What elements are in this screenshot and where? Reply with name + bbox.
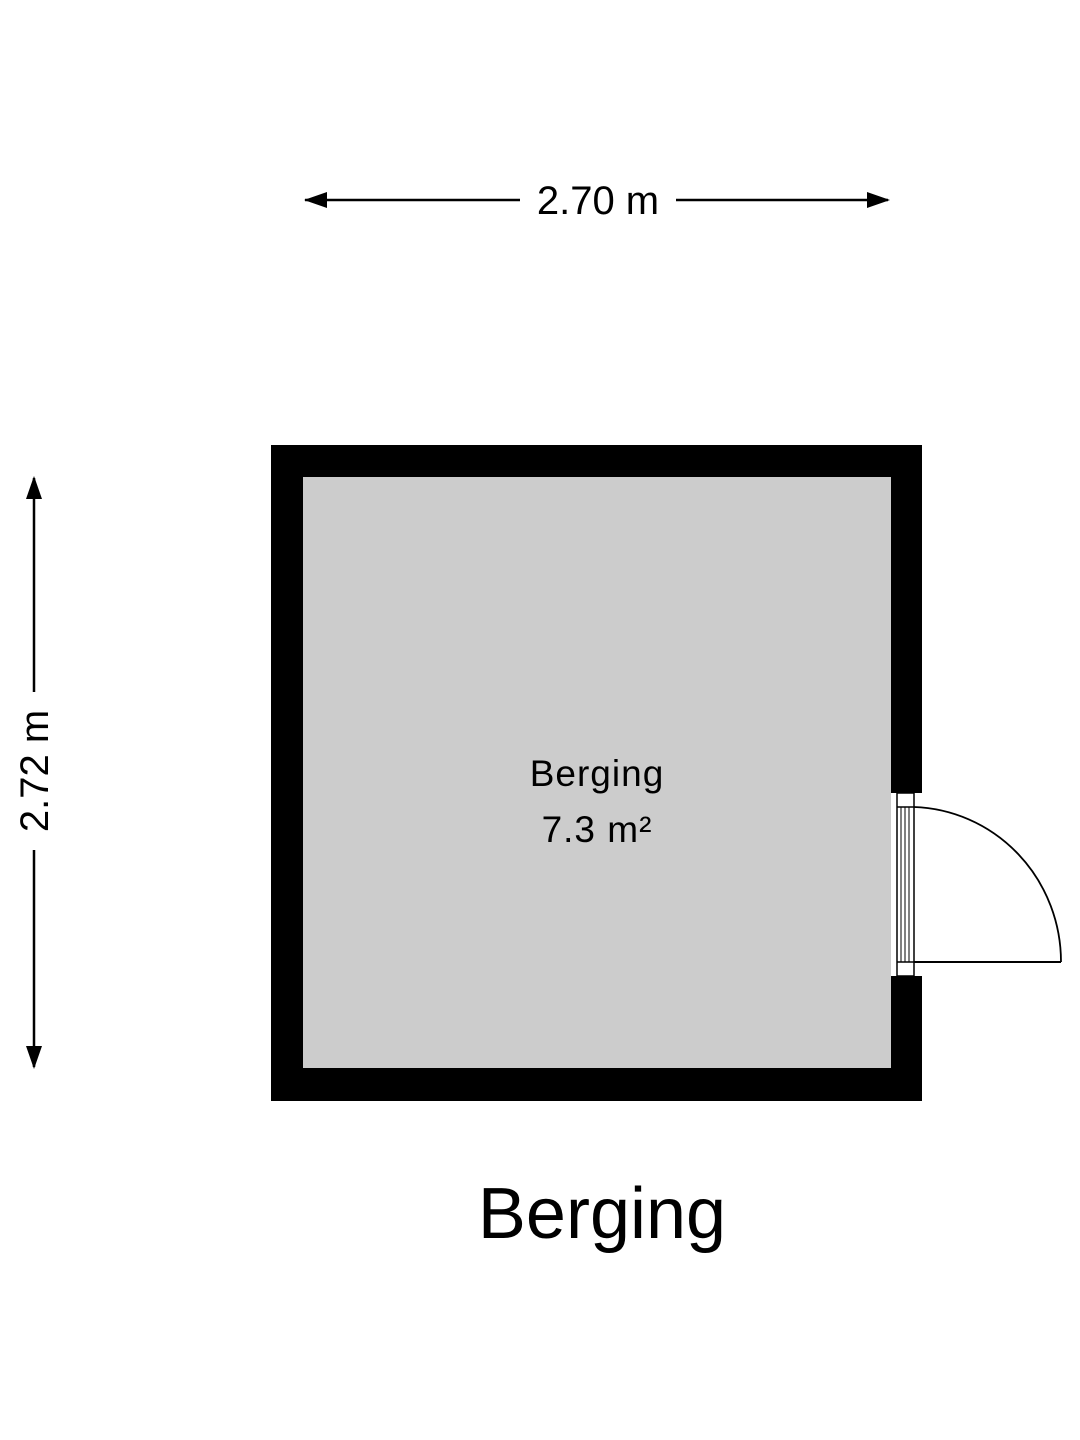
wall-right-upper xyxy=(891,445,922,793)
plan-title: Berging xyxy=(478,1174,726,1254)
door-swing-arc xyxy=(913,806,1062,963)
width-arrow-left-icon xyxy=(304,192,327,208)
width-arrow-right-icon xyxy=(867,192,890,208)
wall-left xyxy=(271,445,303,1101)
wall-bottom xyxy=(271,1068,922,1101)
height-dimension-label: 2.72 m xyxy=(13,710,57,832)
room-area-label: 7.3 m² xyxy=(542,809,653,850)
room-berging: Berging 7.3 m² xyxy=(271,445,1062,1101)
door xyxy=(896,792,1062,977)
wall-top xyxy=(271,445,922,477)
room-floor xyxy=(303,477,891,1068)
width-dimension-label: 2.70 m xyxy=(537,179,659,223)
height-arrow-bottom-icon xyxy=(26,1046,42,1069)
wall-right-lower xyxy=(891,976,922,1101)
width-dimension: 2.70 m xyxy=(304,179,890,223)
height-dimension: 2.72 m xyxy=(13,476,57,1069)
height-arrow-top-icon xyxy=(26,476,42,499)
room-name-label: Berging xyxy=(530,753,665,794)
